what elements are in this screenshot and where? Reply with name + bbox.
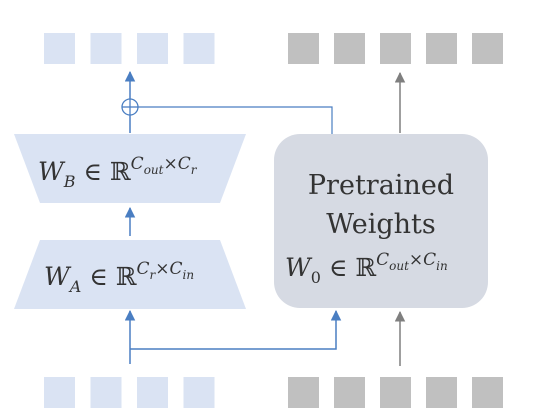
wa-block xyxy=(14,240,246,309)
output-pretrained-token-2 xyxy=(334,33,365,64)
output-lora-token-4 xyxy=(183,33,215,64)
output-lora-token-1 xyxy=(44,33,75,64)
pretrained-weights-block xyxy=(274,134,488,308)
output-lora-token-2 xyxy=(90,33,122,64)
pretrained-title-line2: Weights xyxy=(326,209,436,240)
output-pretrained-token-4 xyxy=(426,33,457,64)
output-lora-token-3 xyxy=(137,33,168,64)
output-pretrained-token-3 xyxy=(380,33,411,64)
input-pretrained-token-row xyxy=(288,377,503,408)
input-pretrained-token-3 xyxy=(380,377,411,408)
wb-block xyxy=(14,134,246,203)
input-pretrained-token-5 xyxy=(472,377,503,408)
input-pretrained-token-2 xyxy=(334,377,365,408)
input-lora-token-1 xyxy=(44,377,75,408)
wa-label: WA ∈ ℝCr×Cin xyxy=(44,259,194,296)
output-pretrained-token-5 xyxy=(472,33,503,64)
pretrained-title-line1: Pretrained xyxy=(308,170,454,201)
input-lora-token-4 xyxy=(183,377,215,408)
input-lora-token-row xyxy=(44,377,215,408)
pretrained-to-adder-line xyxy=(138,106,333,134)
input-pretrained-token-1 xyxy=(288,377,319,408)
input-pretrained-token-4 xyxy=(426,377,457,408)
w0-label: W0 ∈ ℝCout×Cin xyxy=(285,250,448,287)
wb-label: WB ∈ ℝCout×Cr xyxy=(38,154,198,191)
output-pretrained-token-1 xyxy=(288,33,319,64)
output-pretrained-token-row xyxy=(288,33,503,64)
input-lora-token-3 xyxy=(137,377,168,408)
output-lora-token-row xyxy=(44,33,215,64)
input-lora-token-2 xyxy=(90,377,122,408)
input-branch-to-pretrained-arrow xyxy=(130,309,342,350)
